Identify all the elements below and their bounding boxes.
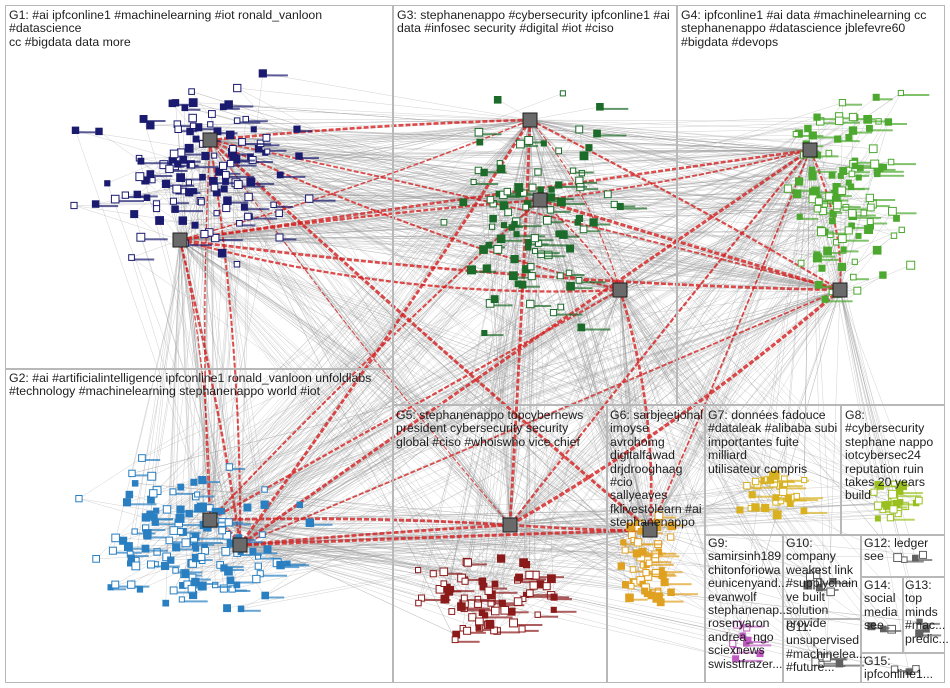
group-box-g2 [5,369,393,683]
group-box-g6 [607,405,705,683]
group-box-g11 [783,619,861,683]
group-box-g8 [841,405,945,535]
group-box-g5 [393,405,607,683]
group-box-g3 [393,5,677,405]
group-box-g7 [705,405,841,535]
group-box-g1 [5,5,393,369]
group-box-g13 [903,577,945,653]
group-box-g12 [861,535,945,577]
group-box-g15 [861,653,945,683]
group-box-g14 [861,577,903,653]
group-box-g10 [783,535,861,619]
group-box-g9 [705,535,783,683]
group-box-g4 [677,5,945,405]
